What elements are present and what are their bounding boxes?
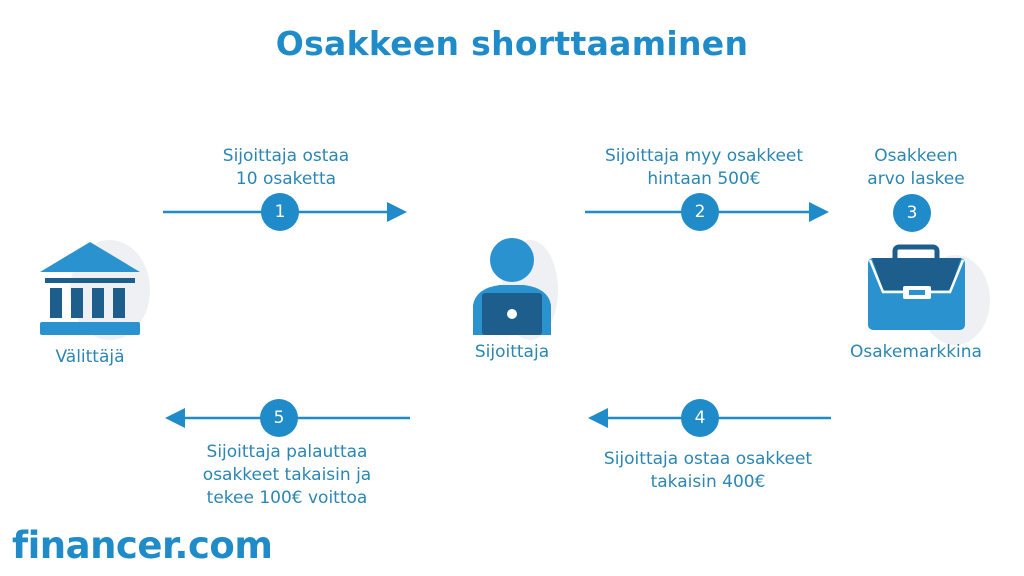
step-5-line: osakkeet takaisin ja: [202, 465, 372, 485]
step-4-badge: 4: [681, 399, 719, 437]
financer-logo: financer.com: [12, 524, 273, 567]
step-5-text: Sijoittaja palauttaa osakkeet takaisin j…: [203, 441, 371, 510]
step-3-text: Osakkeen arvo laskee: [867, 145, 964, 191]
briefcase-icon: [868, 244, 990, 345]
step-4-line: takaisin 400€: [650, 472, 766, 492]
step-1-badge: 1: [261, 193, 299, 231]
step-4-text: Sijoittaja ostaa osakkeet takaisin 400€: [604, 448, 812, 494]
step-2-line: Sijoittaja myy osakkeet: [604, 146, 804, 166]
page-title: Osakkeen shorttaaminen: [275, 24, 749, 63]
step-4-line: Sijoittaja ostaa osakkeet: [603, 449, 813, 469]
step-5-line: tekee 100€ voittoa: [206, 488, 368, 508]
step-3-line: Osakkeen: [874, 146, 958, 166]
step-1-line: Sijoittaja ostaa: [222, 146, 350, 166]
step-5-line: Sijoittaja palauttaa: [206, 442, 368, 462]
bank-icon: [40, 240, 150, 340]
broker-label: Välittäjä: [55, 347, 125, 367]
step-2-line: hintaan 500€: [647, 169, 761, 189]
step-3-line: arvo laskee: [867, 169, 965, 189]
investor-icon: [473, 238, 558, 340]
step-3-badge: 3: [893, 194, 931, 232]
step-2-text: Sijoittaja myy osakkeet hintaan 500€: [605, 145, 803, 191]
step-1-text: Sijoittaja ostaa 10 osaketta: [223, 145, 349, 191]
investor-label: Sijoittaja: [474, 342, 550, 362]
market-label: Osakemarkkina: [850, 342, 982, 362]
step-2-badge: 2: [681, 193, 719, 231]
step-5-badge: 5: [260, 399, 298, 437]
step-1-line: 10 osaketta: [235, 169, 337, 189]
